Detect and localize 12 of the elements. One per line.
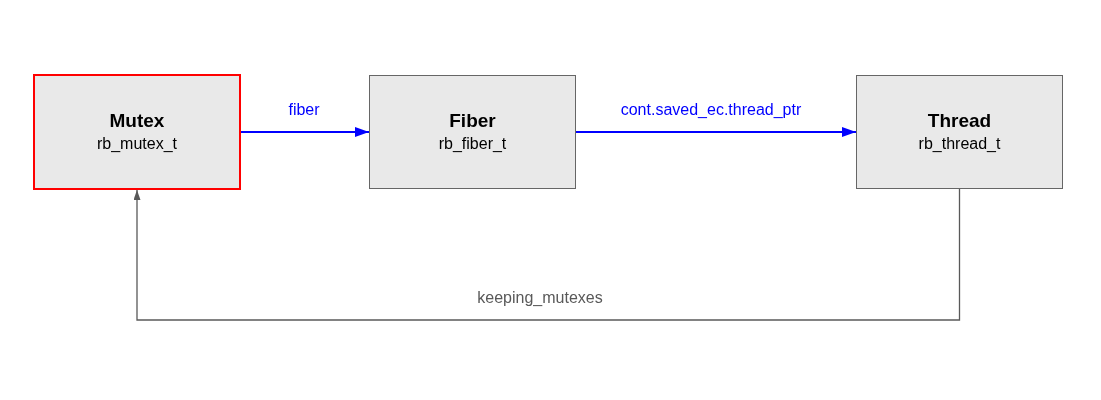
struct-box — [856, 75, 1063, 189]
arrow — [575, 127, 857, 137]
type-name: rb_thread_t — [918, 134, 1001, 154]
highlighted-box — [33, 74, 241, 190]
box-title: Fiber — [449, 109, 496, 133]
arrow — [240, 127, 370, 137]
type-name: rb_fiber_t — [438, 134, 507, 154]
arrow — [133, 188, 961, 321]
struct-box — [369, 75, 576, 189]
box-title: Thread — [927, 109, 992, 133]
type-name: rb_mutex_t — [96, 134, 177, 154]
box-title: Mutex — [109, 109, 165, 133]
